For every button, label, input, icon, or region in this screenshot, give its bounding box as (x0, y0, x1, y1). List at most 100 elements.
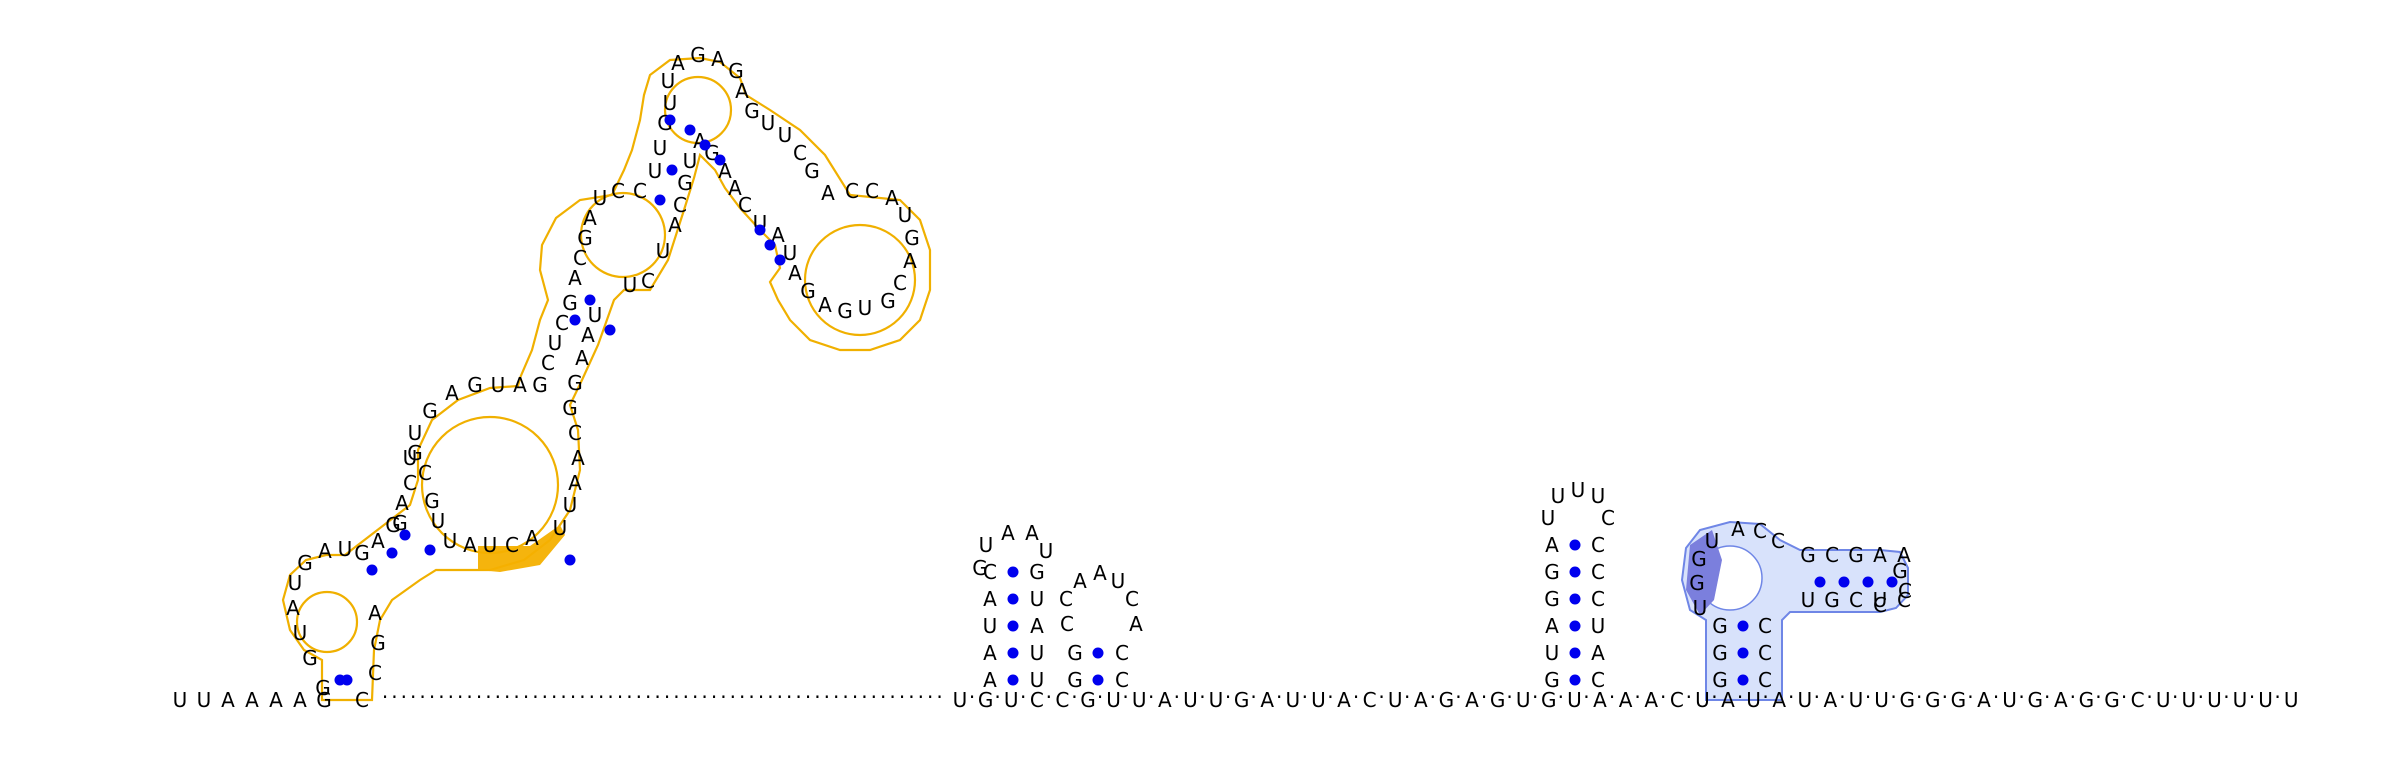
linker-dot: · (842, 685, 848, 709)
base-pair-dot (754, 224, 766, 236)
five-prime-nucleotide: A (221, 688, 235, 712)
linker-dot: · (448, 685, 454, 709)
strand-nucleotide: U (1209, 688, 1224, 712)
linker-dot: · (673, 685, 679, 709)
strand-nucleotide: G (1439, 688, 1455, 712)
strand-nucleotide: A (1414, 688, 1428, 712)
domain1-nucleotide: A (463, 533, 477, 557)
strand-nucleotide: U (1106, 688, 1121, 712)
backbone-link: · (2146, 685, 2152, 709)
linker-dot: · (607, 685, 613, 709)
base-pair-dot (684, 124, 696, 136)
domain1-nucleotide: A (368, 601, 382, 625)
domain1-nucleotide: G (837, 299, 853, 323)
domain1-nucleotide: C (541, 351, 555, 375)
backbone-link: · (1071, 685, 1077, 709)
base-pair-dot (366, 564, 378, 576)
linker-dot: · (880, 685, 886, 709)
strand-nucleotide: A (1465, 688, 1479, 712)
strand-nucleotide: G (1541, 688, 1557, 712)
strand-nucleotide: A (1824, 688, 1838, 712)
base-pair-dot (569, 314, 581, 326)
domain1-nucleotide: C (555, 311, 569, 335)
linker-dot: · (429, 685, 435, 709)
base-pair-dot (584, 294, 596, 306)
strand-nucleotide: G (2079, 688, 2095, 712)
base-pair-dot (1007, 674, 1019, 686)
five-prime-nucleotide: G (316, 688, 332, 712)
hairpin1-nucleotide: G (1029, 560, 1045, 584)
strand-nucleotide: G (1899, 688, 1915, 712)
domain1-nucleotide: A (568, 471, 582, 495)
backbone-link: · (1711, 685, 1717, 709)
base-pair-dot (1569, 593, 1581, 605)
strand-nucleotide: U (1797, 688, 1812, 712)
domain1-nucleotide: U (656, 239, 671, 263)
backbone-link: · (1865, 685, 1871, 709)
backbone-link: · (1686, 685, 1692, 709)
linker-dot: · (654, 685, 660, 709)
backbone-link: · (1942, 685, 1948, 709)
strand-nucleotide: C (1670, 688, 1684, 712)
linker-dot: · (918, 685, 924, 709)
linker-dot: · (899, 685, 905, 709)
domain1-nucleotide: U (408, 421, 423, 445)
backbone-link: · (2095, 685, 2101, 709)
linker-dot: · (504, 685, 510, 709)
backbone-link: · (1020, 685, 1026, 709)
linker-dot: · (758, 685, 764, 709)
hairpin1-loop: G (972, 556, 988, 580)
strand-nucleotide: U (1516, 688, 1531, 712)
domain2-nucleotide: G (1712, 641, 1728, 665)
backbone-link: · (1122, 685, 1128, 709)
domain1-nucleotide: G (422, 399, 438, 423)
linker-dot: · (861, 685, 867, 709)
backbone-link: · (1558, 685, 1564, 709)
base-pair-dot (1092, 674, 1104, 686)
domain1-nucleotide: C (505, 533, 519, 557)
domain1-nucleotide: U (648, 159, 663, 183)
strand-nucleotide: U (1004, 688, 1019, 712)
hairpin3-nucleotide: A (1591, 641, 1605, 665)
domain1-nucleotide: G (567, 371, 583, 395)
domain1-nucleotide: C (793, 141, 807, 165)
linker-dot: · (852, 685, 858, 709)
domain1-nucleotide: G (690, 43, 706, 67)
base-pair-dot (1838, 576, 1850, 588)
strand-nucleotide: U (1874, 688, 1889, 712)
strand-nucleotide: U (2284, 688, 2299, 712)
base-pair-dot (1737, 674, 1749, 686)
domain1-nucleotide: U (661, 69, 676, 93)
domain1-nucleotide: G (407, 441, 423, 465)
strand-nucleotide: U (2233, 688, 2248, 712)
backbone-link: · (1660, 685, 1666, 709)
strand-nucleotide: U (953, 688, 968, 712)
domain1-nucleotide: A (568, 266, 582, 290)
base-pair-dot (1569, 620, 1581, 632)
hairpin1-nucleotide: A (983, 641, 997, 665)
linker-dot: · (438, 685, 444, 709)
linker-dot: · (598, 685, 604, 709)
domain2-arm-nucleotide: G (1848, 543, 1864, 567)
hairpin2-nucleotide: G (1067, 668, 1083, 692)
domain1-nucleotide: U (778, 123, 793, 147)
hairpin3-nucleotide: G (1544, 668, 1560, 692)
backbone-link: · (1276, 685, 1282, 709)
domain1-nucleotide: G (562, 291, 578, 315)
domain1-highlight (478, 525, 565, 572)
domain1-nucleotide: G (467, 373, 483, 397)
base-pair-dot (774, 254, 786, 266)
hairpin1-loop: A (1001, 521, 1015, 545)
strand-nucleotide: U (2207, 688, 2222, 712)
domain1-nucleotide: A (513, 373, 527, 397)
hairpin3-nucleotide: C (1591, 587, 1605, 611)
hairpin3-nucleotide: G (1544, 587, 1560, 611)
backbone-link: · (1993, 685, 1999, 709)
linker-dot: · (692, 685, 698, 709)
domain2-nucleotide: U (1693, 596, 1708, 620)
backbone-link: · (2198, 685, 2204, 709)
strand-nucleotide: C (1055, 688, 1069, 712)
domain1-nucleotide: U (491, 373, 506, 397)
domain2-nucleotide: C (1753, 519, 1767, 543)
base-pair-dot (424, 544, 436, 556)
